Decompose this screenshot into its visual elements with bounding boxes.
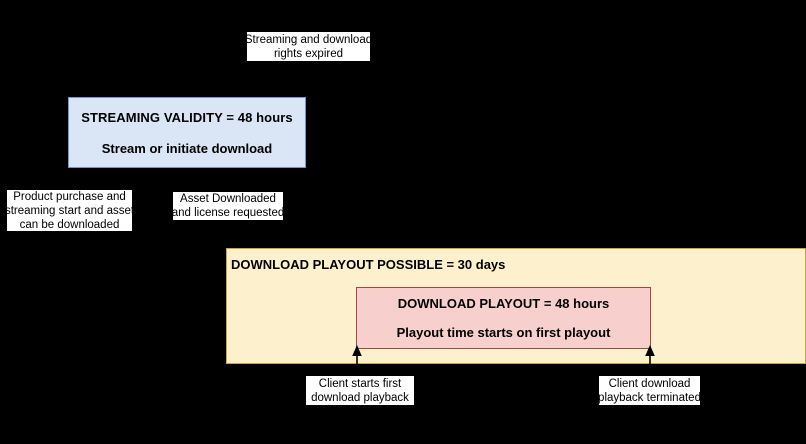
label-asset-downloaded: Asset Downloaded and license requested [172,191,284,221]
label-client-starts-playback-line1: Client starts first [318,377,402,390]
band-streaming-validity-subtext: Stream or initiate download [101,140,273,156]
label-product-purchase-line1: Product purchase and [13,190,126,203]
label-client-playback-terminated-line1: Client download [608,377,691,390]
band-download-playout: DOWNLOAD PLAYOUT = 48 hours Playout time… [356,287,651,349]
band-streaming-validity-heading: STREAMING VALIDITY = 48 hours [81,109,293,125]
label-client-starts-playback-line2: download playback [311,391,409,404]
label-product-purchase-line2: streaming start and asset [4,204,135,217]
label-client-playback-terminated: Client download playback terminated [598,375,701,406]
label-rights-expired-line1: Streaming and download [244,33,373,46]
label-asset-downloaded-line1: Asset Downloaded [180,193,276,205]
label-client-playback-terminated-line2: playback terminated [598,391,701,404]
label-rights-expired: Streaming and download rights expired [244,31,373,62]
label-product-purchase: Product purchase and streaming start and… [4,189,135,232]
label-rights-expired-line2: rights expired [273,47,344,60]
band-streaming-validity: STREAMING VALIDITY = 48 hours Stream or … [68,97,306,168]
arrow-playback-terminated-icon [645,345,655,378]
label-asset-downloaded-line2: and license requested [171,207,285,219]
band-download-playout-heading: DOWNLOAD PLAYOUT = 48 hours [397,296,610,311]
band-download-playout-subtext: Playout time starts on first playout [396,325,611,340]
label-client-starts-playback: Client starts first download playback [305,375,415,406]
label-product-purchase-line3: can be downloaded [19,218,120,231]
band-download-playout-possible-heading: DOWNLOAD PLAYOUT POSSIBLE = 30 days [231,257,506,272]
arrow-first-playout-icon [352,345,362,378]
